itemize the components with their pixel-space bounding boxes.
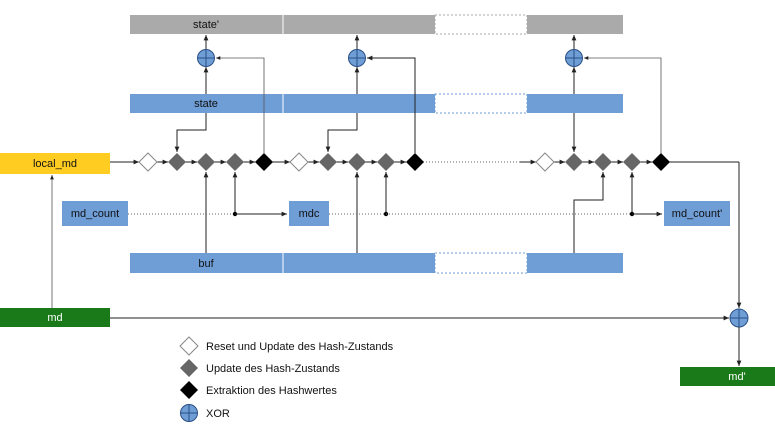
legend-update-diamond	[180, 359, 198, 377]
md-out-box	[680, 367, 775, 386]
md-count-out-label: md_count'	[672, 208, 722, 220]
state-out-bar-2	[527, 15, 623, 34]
buf-label: buf	[198, 258, 214, 270]
update-diamond-3a	[565, 153, 583, 171]
buf-bar-gap	[434, 252, 528, 274]
legend-update-text: Update des Hash-Zustands	[206, 363, 340, 375]
legend-xor-text: XOR	[206, 408, 230, 420]
update-diamond-3c	[623, 153, 641, 171]
update-diamond-3b	[594, 153, 612, 171]
mdc-label: mdc	[299, 208, 320, 220]
update-diamond-2b	[348, 153, 366, 171]
update-diamond-2c	[377, 153, 395, 171]
legend-reset-diamond	[179, 336, 199, 356]
legend-extract-diamond	[180, 381, 198, 399]
update-diamond-1a	[168, 153, 186, 171]
local-md-label: local_md	[33, 158, 77, 170]
extract-diamond-3	[652, 153, 670, 171]
legend-reset-text: Reset und Update des Hash-Zustands	[206, 341, 394, 353]
reset-diamond-3	[535, 152, 555, 172]
md-count-box	[62, 201, 128, 226]
md-count-label: md_count	[71, 208, 119, 220]
state-bar-2	[527, 94, 623, 113]
extract-diamond-1	[255, 153, 273, 171]
state-bar-gap	[434, 93, 528, 114]
state-out-label: state'	[193, 19, 219, 31]
legend: Reset und Update des Hash-Zustands Updat…	[179, 336, 394, 422]
md-box	[0, 308, 110, 327]
extract-diamond-2	[406, 153, 424, 171]
reset-diamond-1	[138, 152, 158, 172]
mdc-box	[289, 201, 329, 226]
update-diamond-1b	[197, 153, 215, 171]
md-label: md	[47, 312, 62, 324]
update-diamond-1c	[226, 153, 244, 171]
legend-extract-text: Extraktion des Hashwertes	[206, 385, 337, 397]
md-out-label: md'	[728, 371, 745, 383]
reset-diamond-2	[289, 152, 309, 172]
buf-bar-2	[527, 253, 623, 273]
md-count-out-box	[664, 201, 730, 226]
local-md-box	[0, 153, 110, 174]
state-label: state	[194, 98, 218, 110]
state-out-bar-gap	[434, 14, 528, 35]
update-diamond-2a	[319, 153, 337, 171]
